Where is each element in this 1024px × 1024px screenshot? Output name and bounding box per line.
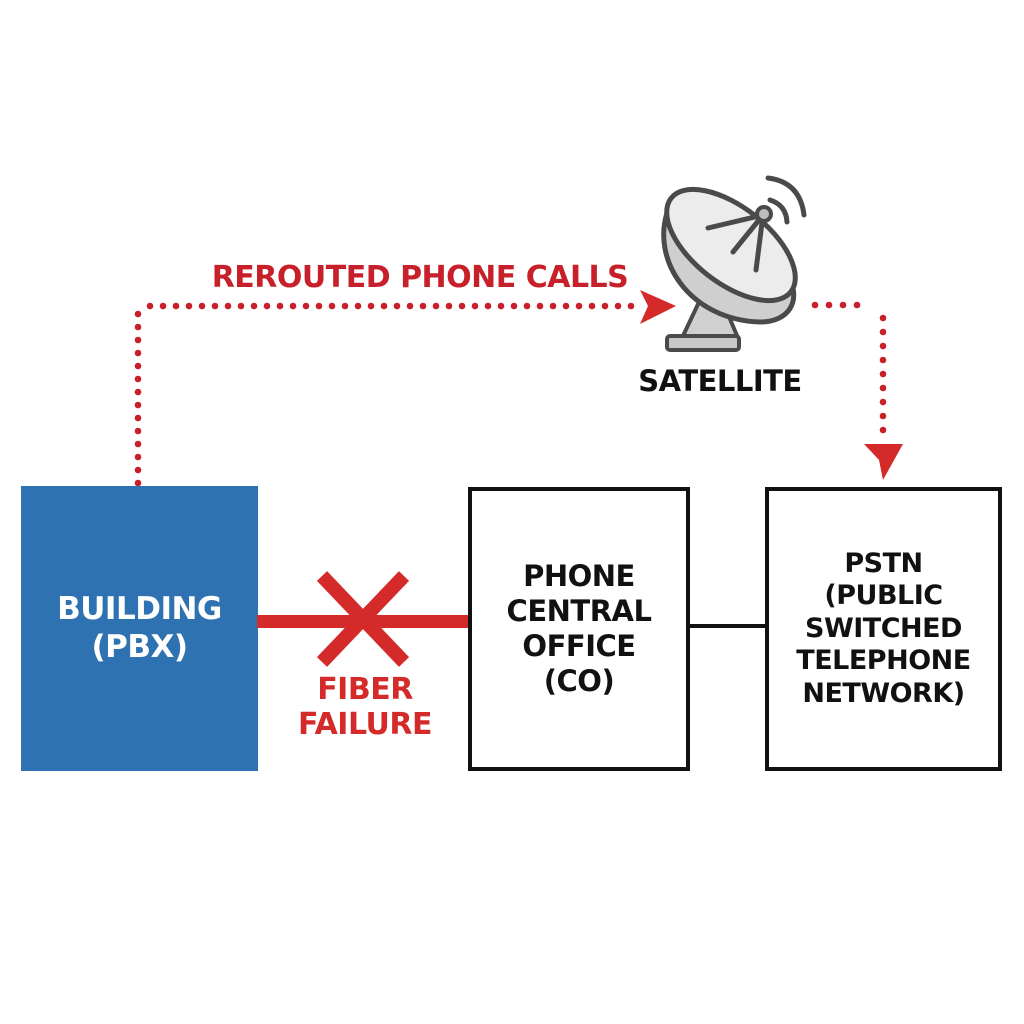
- route-dot: [575, 302, 583, 310]
- pstn-node: PSTN (PUBLIC SWITCHED TELEPHONE NETWORK): [767, 489, 1000, 769]
- route-dot: [393, 302, 401, 310]
- satellite-label: SATELLITE: [638, 364, 802, 398]
- route-dot: [445, 302, 453, 310]
- route-dot: [134, 427, 142, 435]
- route-dot: [134, 453, 142, 461]
- route-dot: [159, 302, 167, 310]
- route-dot: [879, 370, 887, 378]
- route-dot: [471, 302, 479, 310]
- x-mark-icon: [316, 571, 410, 667]
- route-dot: [134, 349, 142, 357]
- reroute-label: REROUTED PHONE CALLS: [211, 260, 629, 295]
- failure-label-line2: FAILURE: [298, 707, 432, 743]
- route-dot: [419, 302, 427, 310]
- route-dot: [406, 302, 414, 310]
- route-dot: [250, 302, 258, 310]
- arrow-down-icon: [864, 444, 903, 480]
- arrow-right-icon: [640, 290, 676, 324]
- route-dot: [601, 302, 609, 310]
- route-dot: [134, 401, 142, 409]
- route-dot: [458, 302, 466, 310]
- satellite-dish-icon: [661, 175, 807, 352]
- route-dot: [484, 302, 492, 310]
- route-dot: [134, 375, 142, 383]
- route-dot: [879, 398, 887, 406]
- route-dot: [879, 412, 887, 420]
- route-dot: [879, 426, 887, 434]
- route-dot: [263, 302, 271, 310]
- route-dot: [211, 302, 219, 310]
- route-dot: [825, 301, 833, 309]
- route-dot: [627, 302, 635, 310]
- route-dot: [134, 440, 142, 448]
- route-dot: [172, 302, 180, 310]
- route-dot: [588, 302, 596, 310]
- route-dot: [341, 302, 349, 310]
- central-office-label: PHONE CENTRAL OFFICE (CO): [506, 559, 652, 698]
- route-dot: [497, 302, 505, 310]
- route-dot: [879, 356, 887, 364]
- route-dot: [811, 301, 819, 309]
- route-dot: [134, 310, 142, 318]
- route-dot: [879, 342, 887, 350]
- central-office-box: [468, 487, 690, 771]
- route-dot: [549, 302, 557, 310]
- route-dot: [302, 302, 310, 310]
- route-dot: [146, 302, 154, 310]
- route-dot: [510, 302, 518, 310]
- reroute-path: [134, 301, 887, 487]
- route-dot: [432, 302, 440, 310]
- route-dot: [354, 302, 362, 310]
- route-dot: [536, 302, 544, 310]
- route-dot: [879, 314, 887, 322]
- route-dot: [134, 362, 142, 370]
- route-dot: [367, 302, 375, 310]
- building-box: [21, 486, 258, 771]
- route-dot: [134, 414, 142, 422]
- route-dot: [315, 302, 323, 310]
- route-dot: [328, 302, 336, 310]
- route-dot: [237, 302, 245, 310]
- route-dot: [879, 328, 887, 336]
- route-dot: [134, 388, 142, 396]
- route-dot: [523, 302, 531, 310]
- route-dot: [289, 302, 297, 310]
- route-dot: [134, 479, 142, 487]
- failure-label: FIBER FAILURE: [275, 672, 455, 743]
- route-dot: [839, 301, 847, 309]
- central-office-node: PHONE CENTRAL OFFICE (CO): [470, 489, 688, 769]
- building-label: BUILDING (PBX): [57, 591, 222, 665]
- route-dot: [224, 302, 232, 310]
- pstn-box: [765, 487, 1002, 771]
- route-dot: [614, 302, 622, 310]
- route-dot: [134, 323, 142, 331]
- route-dot: [134, 466, 142, 474]
- building-node: BUILDING (PBX): [21, 486, 258, 771]
- route-dot: [380, 302, 388, 310]
- route-dot: [562, 302, 570, 310]
- route-dot: [276, 302, 284, 310]
- route-dot: [853, 301, 861, 309]
- pstn-label: PSTN (PUBLIC SWITCHED TELEPHONE NETWORK): [796, 548, 971, 709]
- route-dot: [198, 302, 206, 310]
- route-dot: [185, 302, 193, 310]
- route-dot: [879, 384, 887, 392]
- route-dot: [134, 336, 142, 344]
- failure-label-line1: FIBER: [317, 672, 413, 707]
